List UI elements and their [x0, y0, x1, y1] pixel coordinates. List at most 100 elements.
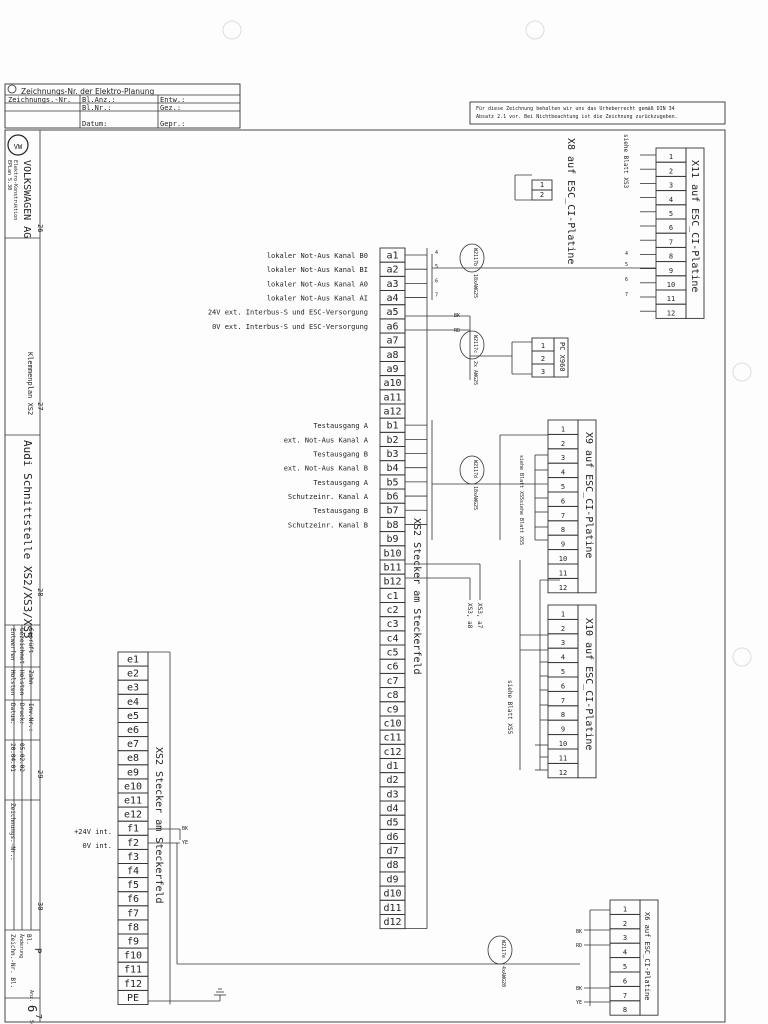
x11-title: X11 auf ESC_CI-Platine [689, 160, 700, 292]
x8-pin-2: 2 [540, 191, 544, 199]
x11-pin-6: 6 [669, 224, 673, 232]
druck-label: Druck: [18, 703, 25, 725]
pin-label-a6: a6 [386, 321, 398, 332]
cable-w2117d-sublabel: 18xAWG25 [472, 486, 478, 510]
x9-pin-5: 5 [561, 483, 565, 491]
role-label: Geprüft [27, 628, 34, 654]
person-name: Zahn [27, 670, 34, 685]
pin-label-e5: e5 [127, 711, 139, 722]
pin-label-e3: e3 [127, 683, 139, 694]
copyright-text: Absatz 2.1 vor. Bei Nichtbeachtung ist d… [476, 114, 678, 120]
x9-pin-2: 2 [561, 440, 565, 448]
signal-label: lokaler Not-Aus Kanal BI [267, 266, 368, 274]
pin-label-f2: f2 [127, 838, 139, 849]
punch-hole [732, 647, 752, 667]
signal-label: 24V ext. Interbus-S und ESC-Versorgung [208, 309, 368, 317]
x9-pin-7: 7 [561, 512, 565, 520]
pin-label-d8: d8 [386, 860, 398, 871]
wire-number: 4 [435, 250, 438, 256]
aenderung-label: Änderung [18, 934, 25, 958]
pin-label-f1: f1 [127, 824, 139, 835]
x10-pin-9: 9 [561, 726, 565, 734]
x6-pin-2: 2 [623, 920, 627, 928]
x10-title-box [577, 604, 597, 779]
header-label: Datum: [82, 120, 107, 128]
x9-pin-1: 1 [561, 425, 565, 433]
signal-label: 0V int. [82, 842, 112, 850]
x9-pin-9: 9 [561, 541, 565, 549]
wire-color-label: BK [182, 826, 188, 832]
pin-label-e9: e9 [127, 767, 139, 778]
pin-label-c8: c8 [386, 690, 398, 701]
header-label: Bl.Anz.: [82, 96, 116, 104]
company-name: VOLKSWAGEN AG [21, 160, 32, 238]
document-title: Audi Schnittstelle XS2/XS3/XS5 [21, 440, 34, 639]
x11-pin-1: 1 [669, 153, 673, 161]
pc-title: PC X960 [558, 342, 566, 372]
cable-w2117e-sublabel: 4xAWG20 [500, 966, 506, 987]
pin-label-f4: f4 [127, 866, 139, 877]
druck-value: 05.02.02 [18, 743, 25, 772]
x8-title: X8 auf ESC_CI-Platine [565, 138, 576, 264]
person-name: Holsten [18, 670, 25, 696]
pin-label-c4: c4 [386, 633, 398, 644]
pin-label-b3: b3 [386, 449, 398, 460]
pin-label-f9: f9 [127, 937, 139, 948]
schl-label: Schl. [28, 1020, 34, 1024]
anz-label: Anz. [28, 990, 34, 1002]
pin-label-f12: f12 [124, 979, 142, 990]
wire-color-label: RD [454, 328, 460, 334]
pin-label-f10: f10 [124, 951, 142, 962]
x11-pin-3: 3 [669, 182, 673, 190]
pin-label-b1: b1 [386, 421, 398, 432]
pin-label-a8: a8 [386, 350, 398, 361]
x6-title-box [639, 899, 659, 1016]
pin-label-d4: d4 [386, 804, 398, 815]
pin-label-e4: e4 [127, 697, 139, 708]
x6-pin-8: 8 [623, 1006, 627, 1014]
x11-note: siehe Blatt XS3 [622, 134, 629, 189]
punch-hole [732, 362, 752, 382]
blatt-label: Bl. [25, 934, 32, 945]
wire-color-label: RD [576, 943, 582, 949]
vw-small-logo-icon [7, 84, 17, 94]
wire-color-label: BK [576, 986, 582, 992]
x10-pin-11: 11 [559, 754, 567, 762]
pin-label-b4: b4 [386, 463, 398, 474]
pin-label-e10: e10 [124, 781, 142, 792]
pin-label-d5: d5 [386, 818, 398, 829]
vw-logo-icon [7, 134, 29, 156]
sheet-number: 6 [25, 1005, 39, 1012]
x8-pin-1: 1 [540, 181, 544, 189]
pin-label-c6: c6 [386, 662, 398, 673]
pin-label-e1: e1 [127, 655, 139, 666]
pin-label-a3: a3 [386, 279, 398, 290]
pin-label-d10: d10 [383, 889, 401, 900]
x11-pin-4: 4 [669, 196, 673, 204]
grid-number: 26 [36, 224, 44, 232]
datum-label: Datum: [9, 703, 16, 725]
signal-label: Testausgang B [313, 507, 368, 515]
x10-note: siehe Blatt XS5 [506, 680, 513, 735]
cable-w2117b [459, 243, 485, 273]
pin-label-c7: c7 [386, 676, 398, 687]
header-table [4, 83, 241, 129]
header-label: Zeichnungs.-Nr. [8, 96, 71, 104]
pin-label-c10: c10 [383, 718, 401, 729]
cable-w2117d [459, 455, 485, 485]
pin-label-d9: d9 [386, 874, 398, 885]
document-name: Klemmenplan XS2 [26, 352, 34, 415]
pin-label-c1: c1 [386, 591, 398, 602]
pin-label-b7: b7 [386, 506, 398, 517]
x11-pin-2: 2 [669, 167, 673, 175]
header-label: Entw.: [160, 96, 185, 104]
x10-pin-7: 7 [561, 697, 565, 705]
vw-logo-letters: VW [14, 143, 23, 151]
cable-w2117c-label: W2117c [472, 335, 478, 353]
pin-label-c12: c12 [383, 747, 401, 758]
wire-color-label: BK [454, 313, 460, 319]
pin-label-b11: b11 [383, 562, 401, 573]
pin-label-d7: d7 [386, 846, 398, 857]
x11-pin-10: 10 [667, 281, 675, 289]
wire-color-label: BK [576, 929, 582, 935]
